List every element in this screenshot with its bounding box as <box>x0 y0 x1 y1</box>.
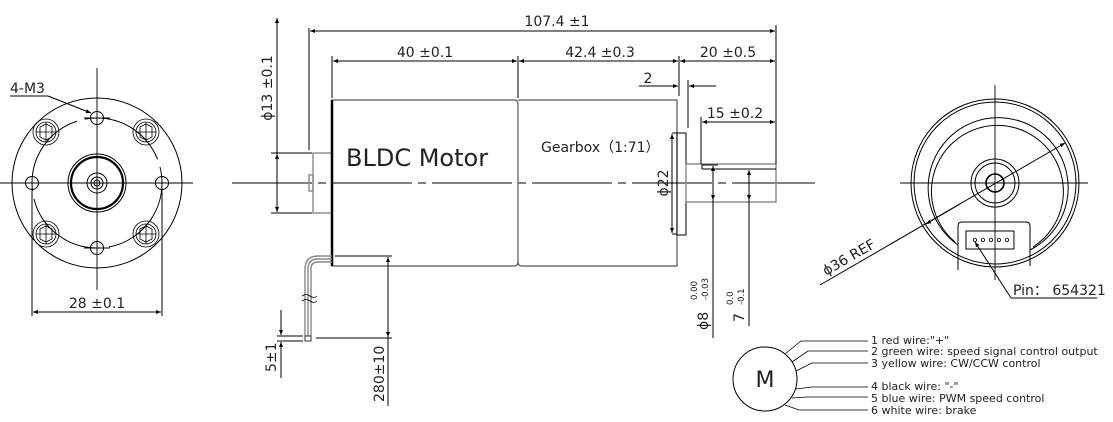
hole-callout: 4-M3 <box>10 81 45 97</box>
shaft-diameter-tol-upper: 0.00 <box>690 281 700 300</box>
hole-spacing-dimension: 28 ±0.1 <box>69 296 125 312</box>
connector <box>965 230 1015 250</box>
output-shaft <box>685 163 777 203</box>
front-view: 4-M3 28 ±0.1 <box>0 68 193 316</box>
motor-length-dimension: 40 ±0.1 <box>397 45 453 61</box>
m3-hole <box>84 241 110 255</box>
shaft-diameter-dimension: ϕ8 <box>696 312 712 330</box>
front-outer-circle <box>11 97 183 269</box>
shaft-flat-dimension: 7 <box>732 313 748 322</box>
wire-label: 1 red wire:"+" <box>871 334 949 347</box>
hex-screw <box>32 118 60 146</box>
wire-label: 5 blue wire: PWM speed control <box>871 392 1044 405</box>
lead-length-dimension: 280±10 <box>372 346 388 402</box>
motor-symbol <box>732 346 798 412</box>
shaft-flat-tol-lower: -0.1 <box>737 288 747 305</box>
gearbox-length-dimension: 42.4 ±0.3 <box>565 45 635 61</box>
wire-label: 6 white wire: brake <box>871 404 977 417</box>
wire-label: 3 yellow wire: CW/CCW control <box>871 357 1041 370</box>
shaft-extension-dimension: 20 ±0.5 <box>700 45 756 61</box>
hex-screw <box>132 220 160 248</box>
shaft-diameter-tol-lower: -0.03 <box>701 278 711 300</box>
motor-symbol-label: M <box>756 368 775 393</box>
connector-pins <box>973 237 1010 242</box>
lead-strip-dimension: 5±1 <box>264 342 280 372</box>
hex-screw <box>32 220 60 248</box>
flange-diameter-dimension: ϕ22 <box>656 169 672 196</box>
hex-screw <box>132 118 160 146</box>
lead-wire <box>301 255 332 342</box>
flange <box>676 132 687 236</box>
wiring-diagram: M 1 red wire:"+" 2 green wire: speed sig… <box>732 334 1098 417</box>
gearbox-label: Gearbox（1:71） <box>541 140 660 156</box>
gearbox-body <box>517 99 678 267</box>
rear-boss-diameter-dimension: ϕ13 ±0.1 <box>260 55 276 121</box>
shaft-flat-tol-upper: 0.0 <box>726 291 736 305</box>
rear-view: ϕ36 REF Pin： 654321 <box>800 85 1106 299</box>
overall-length-dimension: 107.4 ±1 <box>524 14 589 30</box>
motor-label: BLDC Motor <box>346 144 488 172</box>
rear-diameter-dimension: ϕ36 REF <box>820 237 878 280</box>
wire-label: 4 black wire: "-" <box>871 380 959 393</box>
wire-label: 2 green wire: speed signal control outpu… <box>871 345 1098 358</box>
connector-housing <box>957 221 1031 270</box>
m3-hole <box>84 111 110 125</box>
pin-callout: Pin： 654321 <box>1013 283 1106 299</box>
flange-thickness-dimension: 2 <box>644 71 653 87</box>
shaft-flat-length-dimension: 15 ±0.2 <box>707 106 763 122</box>
side-view: BLDC Motor Gearbox（1:71） 107.4 ±1 40 ±0.… <box>232 14 818 406</box>
